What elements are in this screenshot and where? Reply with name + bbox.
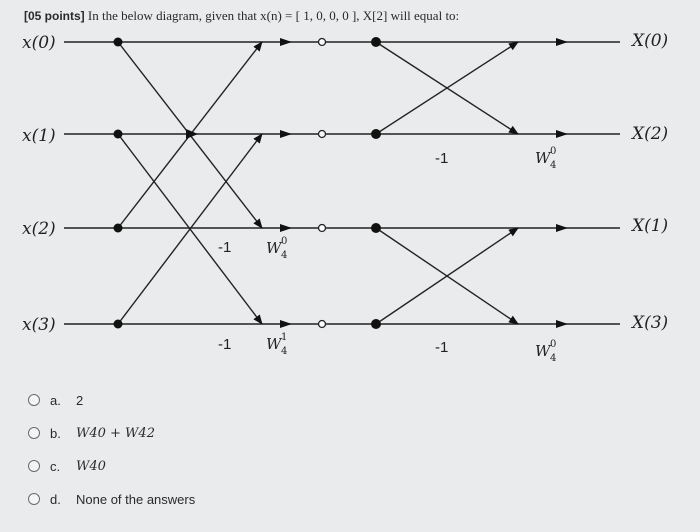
- output-label-X1: X(1): [630, 216, 668, 236]
- option-text: None of the answers: [76, 491, 196, 507]
- stage1-edge: [117, 133, 263, 325]
- option-b[interactable]: b. W40 + W42: [28, 421, 195, 445]
- output-label-X3: X(3): [630, 313, 668, 333]
- stage1-twiddle-2: W 1 4: [266, 332, 287, 357]
- input-label-x3: x(3): [22, 315, 56, 335]
- option-letter: c.: [50, 458, 61, 474]
- input-label-x0: x(0): [22, 33, 56, 53]
- node: [371, 319, 381, 329]
- node: [371, 129, 381, 139]
- node: [113, 129, 123, 139]
- open-node: [317, 37, 327, 47]
- svg-text:W: W: [535, 149, 552, 167]
- svg-text:W: W: [266, 335, 283, 353]
- node: [113, 223, 123, 233]
- svg-text:4: 4: [550, 160, 556, 171]
- node: [371, 223, 381, 233]
- option-letter: d.: [50, 491, 61, 507]
- option-d[interactable]: d. None of the answers: [28, 487, 195, 511]
- stage2-coef-1: -1: [435, 150, 448, 167]
- option-text: W40: [76, 458, 106, 474]
- option-text: W40 + W42: [76, 425, 155, 441]
- stage2-edge: [375, 41, 519, 135]
- output-label-X2: X(2): [630, 124, 668, 144]
- svg-text:4: 4: [281, 250, 287, 261]
- output-label-X0: X(0): [630, 31, 668, 51]
- radio-d[interactable]: [28, 493, 40, 505]
- svg-text:W: W: [535, 342, 552, 360]
- question-points: [05 points]: [24, 9, 85, 23]
- stage1-coef-2: -1: [218, 336, 231, 353]
- svg-text:W: W: [266, 239, 283, 257]
- fft-butterfly-diagram: x(0) x(1) x(2) x(3): [22, 31, 668, 364]
- svg-text:4: 4: [281, 346, 287, 357]
- input-label-x1: x(1): [22, 126, 56, 146]
- node: [113, 319, 123, 329]
- stage2-edge: [375, 227, 519, 325]
- open-node: [317, 223, 327, 233]
- option-text: 2: [76, 392, 84, 408]
- input-label-x2: x(2): [22, 219, 56, 239]
- node: [371, 37, 381, 47]
- svg-text:0: 0: [281, 236, 287, 247]
- radio-c[interactable]: [28, 460, 40, 472]
- stage2-coef-2: -1: [435, 339, 448, 356]
- radio-a[interactable]: [28, 394, 40, 406]
- svg-text:4: 4: [550, 353, 556, 364]
- question-body: In the below diagram, given that x(n) = …: [84, 8, 460, 23]
- question-text: [05 points] In the below diagram, given …: [24, 8, 459, 24]
- radio-b[interactable]: [28, 427, 40, 439]
- option-letter: b.: [50, 425, 61, 441]
- open-node: [317, 319, 327, 329]
- node: [113, 37, 123, 47]
- svg-text:1: 1: [281, 332, 287, 343]
- option-a[interactable]: a. 2: [28, 388, 195, 412]
- svg-text:0: 0: [550, 339, 556, 350]
- stage2-twiddle-2: W 0 4: [535, 339, 556, 364]
- stage1-coef-1: -1: [218, 239, 231, 256]
- open-node: [317, 129, 327, 139]
- option-letter: a.: [50, 392, 61, 408]
- stage2-twiddle-1: W 0 4: [535, 146, 556, 171]
- option-c[interactable]: c. W40: [28, 454, 195, 478]
- stage1-twiddle-1: W 0 4: [266, 236, 287, 261]
- svg-text:0: 0: [550, 146, 556, 157]
- answer-options: a. 2 b. W40 + W42 c. W40 d. None of the …: [28, 388, 195, 520]
